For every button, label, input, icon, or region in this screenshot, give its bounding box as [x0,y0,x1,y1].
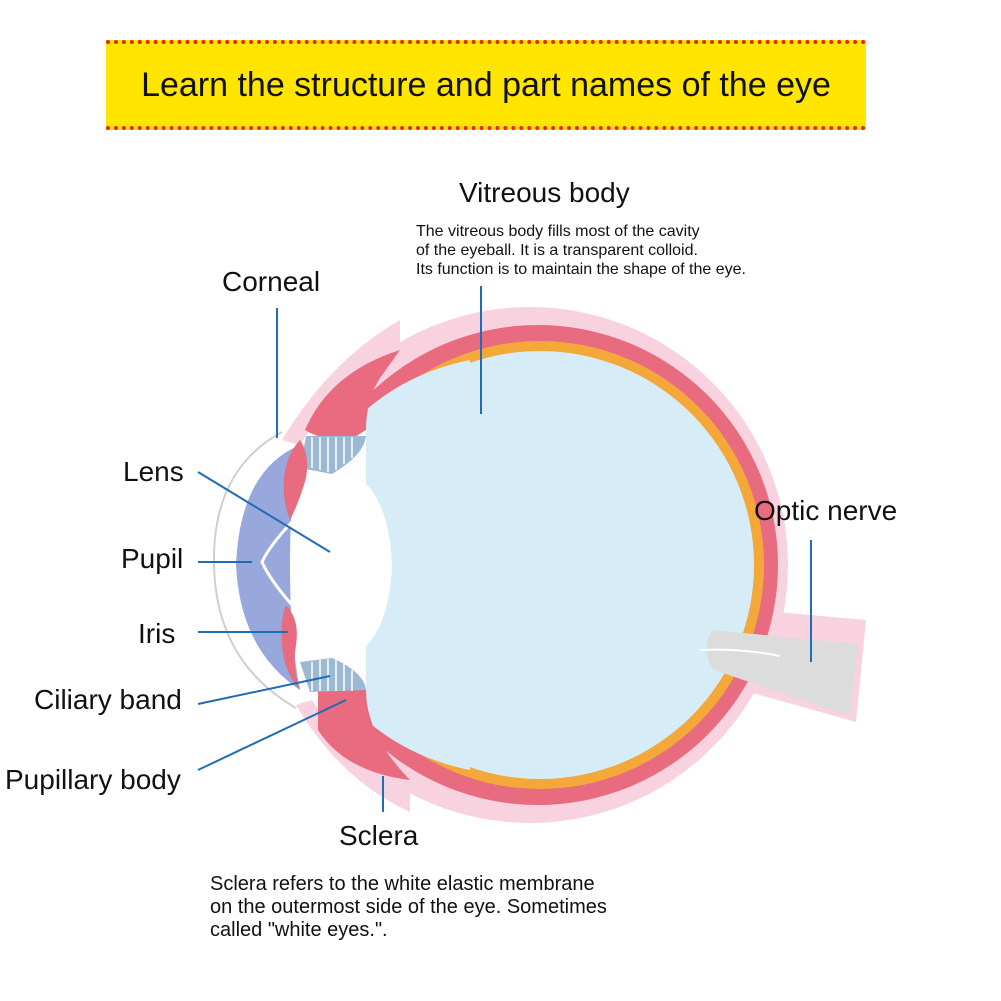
leader-ciliary-band [197,675,331,705]
vitreous-front [366,360,470,770]
vitreous-body-description: The vitreous body fills most of the cavi… [416,223,746,278]
iris-lower [281,605,300,690]
label-iris: Iris [138,618,176,649]
title-banner: Learn the structure and part names of th… [106,40,866,130]
iris-upper [283,440,308,520]
upper-ciliary-band [300,436,366,474]
label-sclera: Sclera [339,820,419,851]
label-lens: Lens [123,456,184,487]
label-optic-nerve: Optic nerve [754,495,898,526]
lower-ciliary-band [300,658,366,692]
lens [296,470,392,660]
cornea-outline [212,431,297,709]
lower-zonule-lines [311,659,353,691]
leader-lens [197,471,331,553]
label-corneal: Corneal [222,266,321,297]
pupil-bracket [260,520,294,606]
label-vitreous-body: Vitreous body [459,177,630,208]
leader-lines [197,286,812,812]
upper-zonule-lines [311,437,353,472]
label-pupil: Pupil [121,543,184,574]
label-pupillary-body: Pupillary body [5,764,181,795]
page-title: Learn the structure and part names of th… [141,65,831,104]
lower-ciliary-body [318,686,410,780]
leader-pupillary-body [197,699,347,771]
label-ciliary-band: Ciliary band [34,684,182,715]
optic-nerve-edge [699,648,781,657]
sclera-description: Sclera refers to the white elastic membr… [210,873,607,941]
upper-ciliary-body [305,350,400,440]
